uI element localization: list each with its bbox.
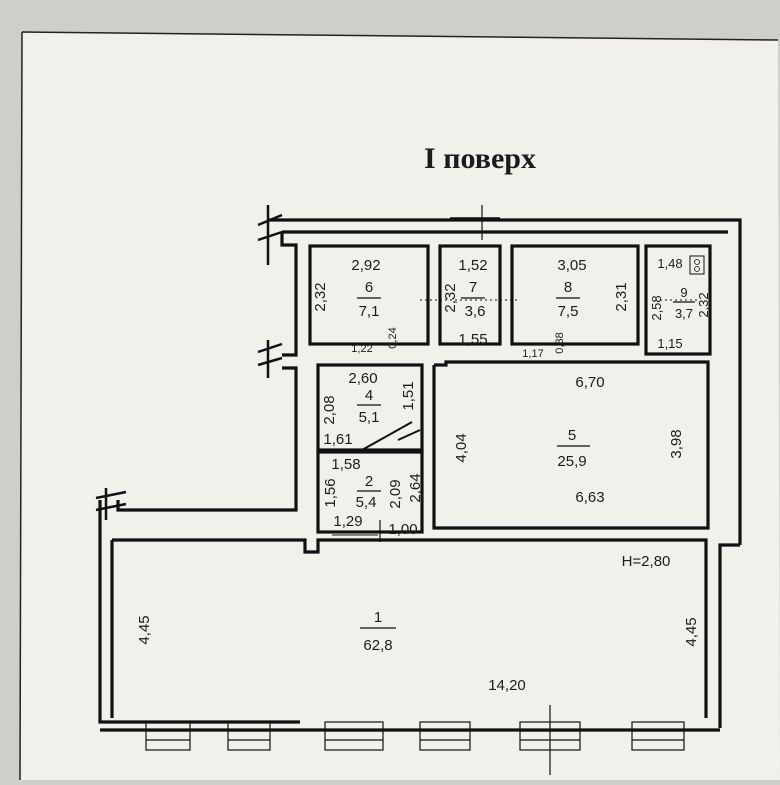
room-2: 1,58 2 5,4 1,56 2,09 2,64 1,29 1,00 [322,456,424,538]
room-4-bottom: 1,61 [323,431,352,448]
room-9-depth: 2,58 [649,295,664,320]
room-5: 6,70 5 25,9 4,04 3,98 6,63 [453,374,685,506]
room-1-number: 1 [374,609,382,626]
room-2-area: 5,4 [356,494,377,511]
room-2-width: 1,58 [331,456,360,473]
room-8-width: 3,05 [557,257,586,274]
room-4-area: 5,1 [359,409,380,426]
room-4-width: 2,60 [348,370,377,387]
room-7-door: 1,55 [458,331,487,348]
room-2-bottom: 1,29 [333,513,362,530]
room-7: 1,52 7 3,6 2,32 1,55 [442,257,488,348]
room-6-door: 1,22 [351,343,372,355]
room-2-door: 1,00 [388,521,417,538]
room-5-number: 5 [568,427,576,444]
room-7-height: 2,32 [442,283,459,312]
room-8-door-offset: 0,38 [554,332,566,353]
room-1: H=2,80 1 62,8 4,45 4,45 14,20 [136,553,700,694]
room-6-width: 2,92 [351,257,380,274]
room-4-height: 2,08 [321,395,338,424]
room-6-area: 7,1 [359,303,380,320]
room-1-right: 4,45 [683,617,700,646]
room-4: 2,60 4 5,1 2,08 1,51 1,61 [321,370,417,448]
room-8-number: 8 [564,279,572,296]
room-1-left: 4,45 [136,615,153,644]
outer-walls [95,205,742,775]
room-9-area: 3,7 [675,306,693,321]
room-8-door: 1,17 [522,348,543,360]
room-7-width: 1,52 [458,257,487,274]
room-8-height: 2,31 [613,282,630,311]
room-8-area: 7,5 [558,303,579,320]
floor-title: I поверх [424,142,536,175]
room-8: 3,05 8 7,5 2,31 1,17 0,38 [522,257,630,360]
room-2-inner: 2,09 [387,479,404,508]
room-2-right: 2,64 [407,473,424,502]
room-6-height: 2,32 [312,282,329,311]
room-5-width: 6,70 [575,374,604,391]
room-5-bottom: 6,63 [575,489,604,506]
room-9-height: 2,32 [696,292,711,317]
room-1-length: 14,20 [488,677,526,694]
room-9-bottom: 1,15 [657,336,682,351]
room-4-number: 4 [365,387,373,404]
room-9-width: 1,48 [657,256,682,271]
room-7-area: 3,6 [465,303,486,320]
room-6-number: 6 [365,279,373,296]
room-6-door-offset: 0,24 [387,327,399,348]
room-5-left: 4,04 [453,433,470,462]
room-9-number: 9 [680,285,687,300]
room-6: 2,92 6 7,1 2,32 1,22 0,24 [312,257,399,355]
room-5-area: 25,9 [557,453,586,470]
room-walls [308,244,712,542]
room-4-right: 1,51 [400,381,417,410]
room-9: 1,48 9 3,7 2,58 2,32 1,15 [649,256,711,351]
room-2-number: 2 [365,473,373,490]
ceiling-height: H=2,80 [622,553,671,570]
room-7-number: 7 [469,279,477,296]
room-1-area: 62,8 [363,637,392,654]
room-2-height: 1,56 [322,478,339,507]
room-5-right: 3,98 [668,429,685,458]
